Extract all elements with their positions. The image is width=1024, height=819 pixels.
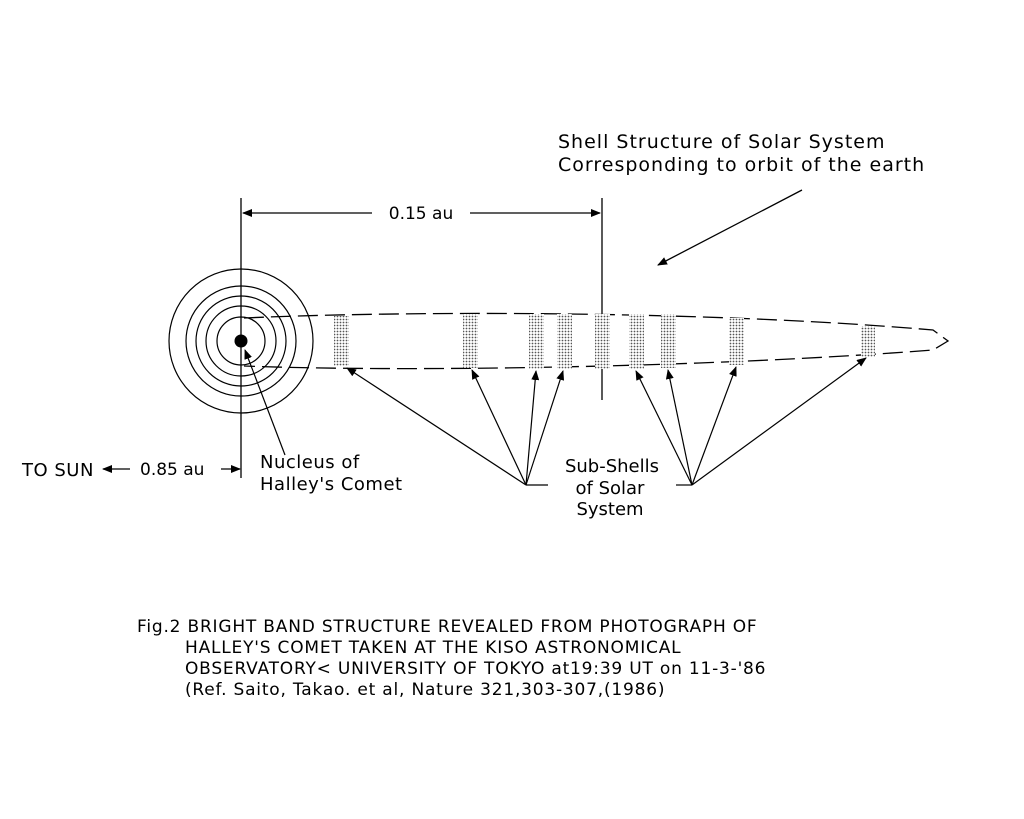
distance-085-label: 0.85 au [140, 460, 204, 480]
coma-circles [168, 268, 314, 414]
comet-nucleus [234, 334, 248, 348]
band-5 [595, 314, 610, 369]
shell-pointer-arrow [657, 189, 803, 266]
band-7 [661, 314, 676, 368]
figure-caption-line4: (Ref. Saito, Takao. et al, Nature 321,30… [185, 680, 665, 700]
subshells-label-line1: Sub-Shells [565, 456, 659, 477]
figure-caption-line3: OBSERVATORY< UNIVERSITY OF TOKYO at19:39… [185, 659, 766, 679]
figure-caption-line2: HALLEY'S COMET TAKEN AT THE KISO ASTRONO… [185, 638, 681, 658]
nucleus-label-line2: Halley's Comet [260, 474, 403, 495]
subshells-label-line3: System [576, 499, 643, 520]
subshells-label-line2: of Solar [576, 478, 646, 499]
comet-tail-outline [243, 312, 950, 370]
nucleus-label-line1: Nucleus of [260, 452, 360, 473]
band-9 [861, 326, 875, 357]
band-4 [557, 314, 572, 369]
band-3 [529, 314, 544, 369]
band-6 [629, 314, 644, 369]
subshell-arrows-right [635, 357, 867, 486]
distance-015-label: 0.15 au [389, 204, 453, 224]
band-8 [729, 318, 744, 365]
subshell-arrows-left [346, 367, 565, 486]
band-1 [334, 316, 349, 366]
band-2 [463, 314, 478, 368]
figure-caption-line1: Fig.2 BRIGHT BAND STRUCTURE REVEALED FRO… [137, 617, 758, 637]
nucleus-pointer-arrow [244, 349, 286, 456]
to-sun-label: TO SUN [21, 460, 94, 481]
shell-structure-title-line1: Shell Structure of Solar System [558, 131, 885, 153]
shell-structure-title-line2: Corresponding to orbit of the earth [558, 154, 925, 176]
bright-bands [334, 314, 875, 369]
